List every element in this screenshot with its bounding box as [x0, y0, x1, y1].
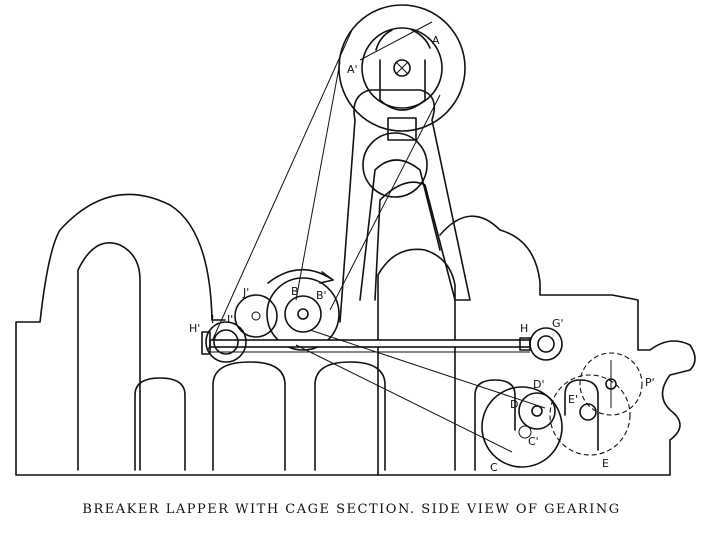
wheel-B [266, 268, 340, 351]
gear-P-prime [579, 352, 643, 416]
shaft-H [209, 339, 531, 348]
frame-arch-left [77, 242, 141, 471]
label-D-prime: D' [533, 378, 545, 391]
lap-roller-A [338, 4, 466, 141]
label-B: B [291, 285, 299, 298]
label-D: D [510, 398, 518, 411]
label-E: E [602, 457, 609, 470]
label-B-prime: B' [316, 289, 327, 302]
frame-arch-right [377, 248, 456, 476]
label-P-prime: P' [645, 376, 655, 389]
label-I: I [211, 313, 214, 326]
figure-caption: BREAKER LAPPER WITH CAGE SECTION. SIDE V… [82, 502, 621, 517]
bevel-gear-G-prime [519, 327, 563, 361]
label-A: A [432, 34, 440, 47]
wheel-J-prime [234, 294, 278, 338]
label-C: C [490, 461, 498, 474]
label-H: H [520, 322, 528, 335]
label-E-prime: E' [568, 393, 578, 406]
gear-D [518, 392, 556, 430]
label-C-prime: C' [528, 435, 539, 448]
gear-E [549, 374, 631, 456]
label-G-prime: G' [552, 317, 564, 330]
machine-frame [15, 193, 696, 476]
label-J-prime: J' [242, 286, 249, 299]
label-A-prime: A' [347, 63, 358, 76]
gear-C [481, 386, 563, 468]
bevel-gear-H-prime [201, 321, 247, 363]
label-H-prime: H' [189, 322, 200, 335]
lap-stand [339, 89, 471, 323]
label-I-prime: I' [227, 313, 233, 326]
